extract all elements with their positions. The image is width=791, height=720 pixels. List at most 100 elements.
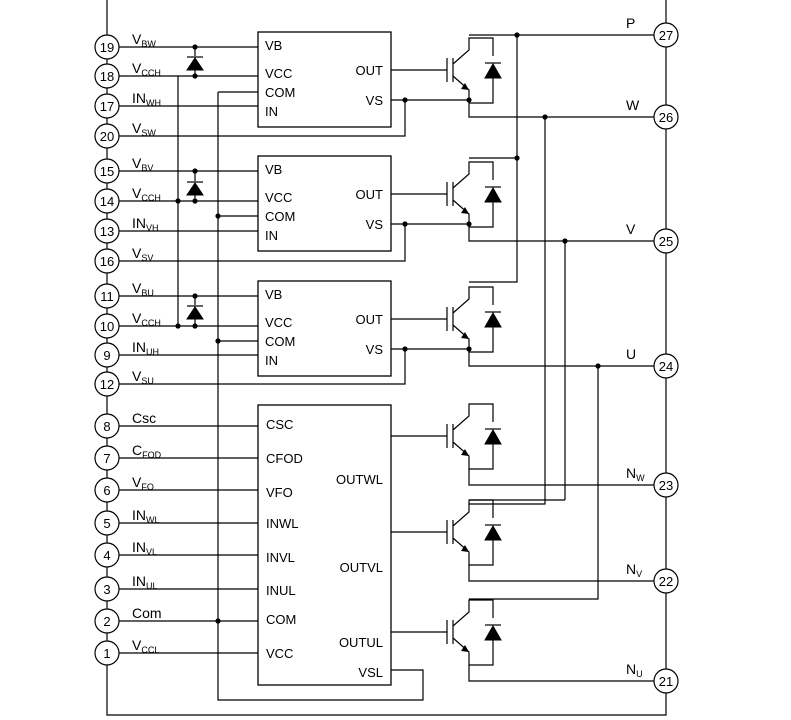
pin-18[interactable] [94, 63, 120, 89]
pin-label-21-main: N [626, 661, 636, 677]
hs2-vs-label: VS [366, 342, 384, 357]
pin-label-9: INUH [132, 339, 159, 357]
pin-number-23: 23 [659, 478, 673, 493]
pin-26[interactable] [653, 104, 679, 130]
pin-11[interactable] [94, 283, 120, 309]
pin-label-18-sub: CCH [141, 68, 161, 78]
driver-ics [257, 31, 392, 686]
junction-dots [175, 32, 601, 624]
pin-label-24: U [626, 346, 636, 362]
pin-label-11-main: V [132, 280, 142, 296]
junction-dot [466, 346, 472, 352]
pin-label-16-sub: SV [141, 253, 153, 263]
igbt-low-2-freewheel-diode-icon [484, 624, 502, 641]
pin-number-24: 24 [659, 359, 673, 374]
pin-label-8-main: Csc [132, 410, 156, 426]
bootstrap-diode-icon [186, 57, 204, 71]
junction-dot [402, 221, 408, 227]
igbt-low-2-arrow-icon [461, 645, 469, 652]
w-bus [469, 117, 546, 505]
pin-number-26: 26 [659, 110, 673, 125]
pin-16[interactable] [94, 248, 120, 274]
pin-label-12: VSU [132, 368, 154, 386]
pin-label-19-sub: BW [141, 39, 156, 49]
pin-5[interactable] [94, 510, 120, 536]
junction-dot [192, 323, 198, 329]
pin-label-7-sub: FOD [142, 450, 161, 460]
igbt-low-2-emitter [452, 637, 494, 666]
pin-label-14: VCCH [132, 185, 161, 203]
pin-label-1: VCCL [132, 637, 159, 655]
pin-1[interactable] [94, 640, 120, 666]
pin-number-25: 25 [659, 234, 673, 249]
igbt-high-2-freewheel-diode-icon [484, 311, 502, 328]
pin-number-21: 21 [659, 674, 673, 689]
pin-label-5-main: IN [132, 507, 146, 523]
junction-dot [514, 155, 520, 161]
igbt-low-0-arrow-icon [461, 449, 469, 456]
igbt-low-0-collector [452, 403, 494, 431]
pin-8[interactable] [94, 413, 120, 439]
hs1-in-label: IN [265, 228, 278, 243]
pin-22[interactable] [653, 568, 679, 594]
pin-number-10: 10 [100, 319, 114, 334]
junction-dot [514, 32, 520, 38]
igbt-low-1-emitter [452, 537, 494, 566]
pin-label-13-main: IN [132, 215, 146, 231]
hs1-com-label: COM [265, 209, 295, 224]
pin-label-2: Com [132, 605, 162, 621]
nu-wire [468, 665, 666, 682]
low-side-driver [257, 404, 392, 686]
pin-14[interactable] [94, 188, 120, 214]
high-side-driver-v [257, 155, 392, 252]
pin-4[interactable] [94, 542, 120, 568]
igbt-low-0-emitter [452, 441, 494, 470]
igbt-high-0-freewheel-diode-icon [484, 62, 502, 79]
ls-inwl-label: INWL [266, 516, 299, 531]
pin-12[interactable] [94, 371, 120, 397]
pin-label-5: INWL [132, 507, 160, 525]
pin-17[interactable] [94, 93, 120, 119]
vs-return-wire [107, 102, 406, 137]
pin-number-17: 17 [100, 99, 114, 114]
pin-number-22: 22 [659, 574, 673, 589]
pin-21[interactable] [653, 668, 679, 694]
pin-label-14-sub: CCH [141, 193, 161, 203]
pin-label-22: NV [626, 561, 642, 579]
pin-10[interactable] [94, 313, 120, 339]
pin-number-13: 13 [100, 224, 114, 239]
igbt-high-1-arrow-icon [461, 207, 469, 214]
pin-27[interactable] [653, 22, 679, 48]
hs0-out-label: OUT [356, 63, 384, 78]
nv-wire [468, 565, 666, 582]
hs0-com-label: COM [265, 85, 295, 100]
pin-label-10-sub: CCH [141, 318, 161, 328]
pin-6[interactable] [94, 477, 120, 503]
pin-20[interactable] [94, 123, 120, 149]
ls-csc-label: CSC [266, 417, 293, 432]
pin-9[interactable] [94, 342, 120, 368]
junction-dot [192, 168, 198, 174]
pin-25[interactable] [653, 228, 679, 254]
pin-label-13-sub: VH [146, 223, 159, 233]
igbt-low-0-freewheel-diode-icon [484, 428, 502, 445]
pin-label-18-main: V [132, 60, 142, 76]
pin-7[interactable] [94, 445, 120, 471]
pin-23[interactable] [653, 472, 679, 498]
hs1-out-label: OUT [356, 187, 384, 202]
pin-19[interactable] [94, 34, 120, 60]
pin-label-8: Csc [132, 410, 156, 426]
pin-2[interactable] [94, 608, 120, 634]
pin-label-11-sub: BU [141, 288, 154, 298]
pin-number-12: 12 [100, 377, 114, 392]
junction-dot [175, 198, 181, 204]
igbt-high-0-emitter [452, 75, 494, 104]
pin-24[interactable] [653, 353, 679, 379]
pin-15[interactable] [94, 158, 120, 184]
pin-13[interactable] [94, 218, 120, 244]
junction-dot [192, 44, 198, 50]
vs-return-wire [107, 226, 406, 262]
ls-outul-label: OUTUL [339, 635, 383, 650]
pin-number-15: 15 [100, 164, 114, 179]
pin-3[interactable] [94, 576, 120, 602]
